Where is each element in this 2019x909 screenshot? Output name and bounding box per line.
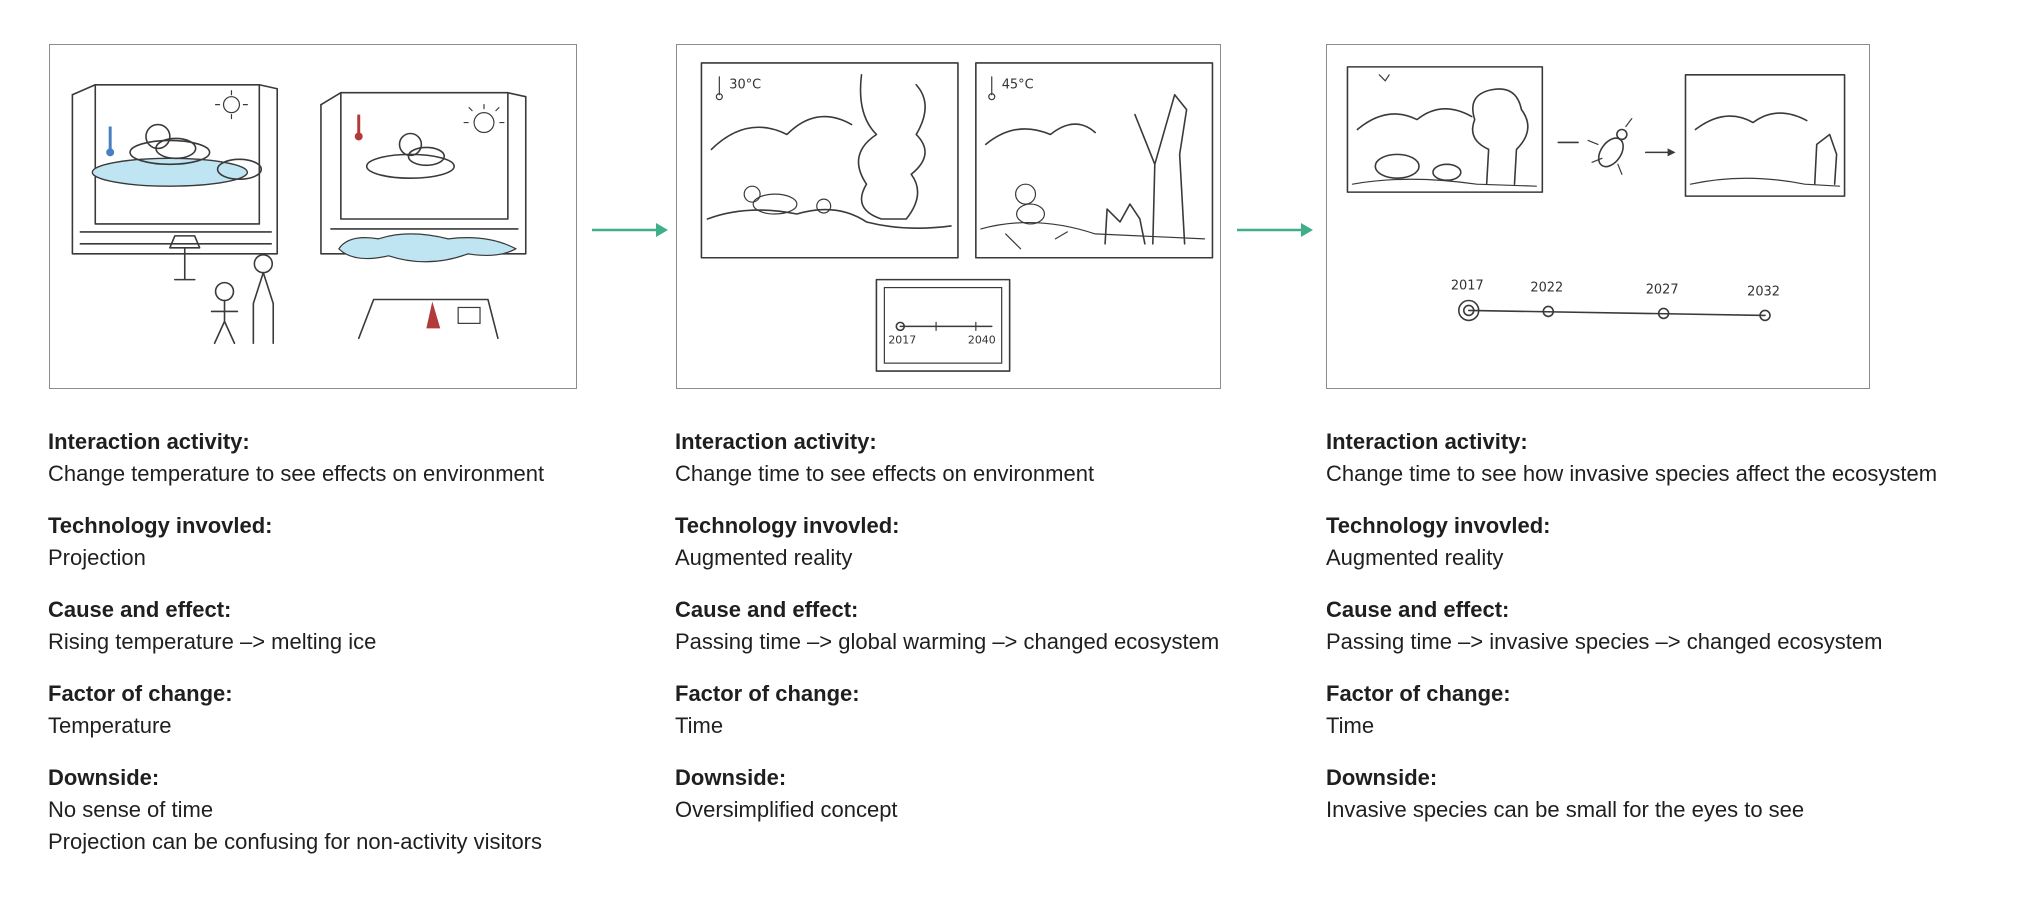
exhibit-box-cold xyxy=(71,83,279,255)
section-downside: Downside: No sense of time Projection ca… xyxy=(48,762,544,858)
section-interaction-activity: Interaction activity: Change time to see… xyxy=(675,426,1219,490)
section-heading: Cause and effect: xyxy=(1326,597,1510,622)
section-value: Oversimplified concept xyxy=(675,797,898,822)
section-downside: Downside: Invasive species can be small … xyxy=(1326,762,1937,826)
exhibit-box-warm xyxy=(320,91,527,263)
section-cause-effect: Cause and effect: Rising temperature –> … xyxy=(48,594,544,658)
section-heading: Downside: xyxy=(1326,765,1438,790)
section-value: No sense of time xyxy=(48,797,214,822)
section-technology: Technology invovled: Augmented reality xyxy=(675,510,1219,574)
section-value: Passing time –> global warming –> change… xyxy=(675,629,1220,654)
sketch-drawing-global-warming: 30°C 45°C 2017 xyxy=(700,62,1214,372)
timeline-year-1: 2017 xyxy=(1451,279,1484,294)
section-factor-of-change: Factor of change: Time xyxy=(675,678,1219,742)
section-factor-of-change: Factor of change: Time xyxy=(1326,678,1937,742)
timeline-year-2: 2022 xyxy=(1530,281,1563,296)
scene-before: 30°C xyxy=(700,62,959,259)
section-heading: Technology invovled: xyxy=(675,513,900,538)
slider-start-year: 2017 xyxy=(888,333,916,346)
sketch-panel-invasive-species: 2017 2022 2027 2032 xyxy=(1326,44,1870,389)
scene-after xyxy=(1684,74,1846,197)
sketch-drawing-invasive-species: 2017 2022 2027 2032 xyxy=(1346,66,1846,322)
timeline-year-4: 2032 xyxy=(1747,285,1780,300)
section-heading: Downside: xyxy=(675,765,787,790)
section-heading: Interaction activity: xyxy=(1326,429,1528,454)
section-value: Change time to see how invasive species … xyxy=(1326,461,1938,486)
section-value: Change time to see effects on environmen… xyxy=(675,461,1095,486)
section-value: Augmented reality xyxy=(675,545,853,570)
visitors-and-projector xyxy=(169,235,499,345)
section-heading: Technology invovled: xyxy=(1326,513,1551,538)
section-value: Invasive species can be small for the ey… xyxy=(1326,797,1805,822)
section-value: Change temperature to see effects on env… xyxy=(48,461,545,486)
sketch-panel-global-warming: 30°C 45°C 2017 xyxy=(676,44,1221,389)
sketch-drawing-projection xyxy=(71,83,527,345)
arrow-right-icon xyxy=(1237,223,1313,237)
section-heading: Technology invovled: xyxy=(48,513,273,538)
section-technology: Technology invovled: Projection xyxy=(48,510,544,574)
timeline: 2017 2022 2027 2032 xyxy=(1451,279,1780,322)
section-heading: Downside: xyxy=(48,765,160,790)
section-interaction-activity: Interaction activity: Change time to see… xyxy=(1326,426,1937,490)
section-value: Passing time –> invasive species –> chan… xyxy=(1326,629,1883,654)
concept-2-details: Interaction activity: Change time to see… xyxy=(675,426,1219,846)
sketch-panel-projection xyxy=(49,44,577,389)
scene-after: 45°C xyxy=(975,62,1214,259)
section-value: Temperature xyxy=(48,713,172,738)
section-value: Rising temperature –> melting ice xyxy=(48,629,377,654)
arrow-right-icon xyxy=(592,223,668,237)
temp-label-after: 45°C xyxy=(1002,78,1034,93)
section-value: Projection can be confusing for non-acti… xyxy=(48,829,543,854)
section-value: Time xyxy=(1326,713,1375,738)
temp-label-before: 30°C xyxy=(729,78,761,93)
section-heading: Factor of change: xyxy=(48,681,233,706)
section-value: Augmented reality xyxy=(1326,545,1504,570)
section-heading: Interaction activity: xyxy=(675,429,877,454)
time-slider-device: 2017 2040 xyxy=(875,278,1011,372)
section-cause-effect: Cause and effect: Passing time –> global… xyxy=(675,594,1219,658)
concept-3-details: Interaction activity: Change time to see… xyxy=(1326,426,1937,846)
slider-end-year: 2040 xyxy=(968,333,996,346)
section-heading: Interaction activity: xyxy=(48,429,250,454)
section-downside: Downside: Oversimplified concept xyxy=(675,762,1219,826)
section-heading: Factor of change: xyxy=(675,681,860,706)
section-value: Projection xyxy=(48,545,146,570)
section-interaction-activity: Interaction activity: Change temperature… xyxy=(48,426,544,490)
scene-before xyxy=(1346,66,1544,193)
invasive-beetle-icon xyxy=(1557,117,1676,175)
timeline-year-3: 2027 xyxy=(1646,283,1679,298)
concept-1-details: Interaction activity: Change temperature… xyxy=(48,426,544,878)
section-technology: Technology invovled: Augmented reality xyxy=(1326,510,1937,574)
section-heading: Factor of change: xyxy=(1326,681,1511,706)
section-heading: Cause and effect: xyxy=(48,597,232,622)
section-factor-of-change: Factor of change: Temperature xyxy=(48,678,544,742)
section-heading: Cause and effect: xyxy=(675,597,859,622)
section-value: Time xyxy=(675,713,724,738)
section-cause-effect: Cause and effect: Passing time –> invasi… xyxy=(1326,594,1937,658)
